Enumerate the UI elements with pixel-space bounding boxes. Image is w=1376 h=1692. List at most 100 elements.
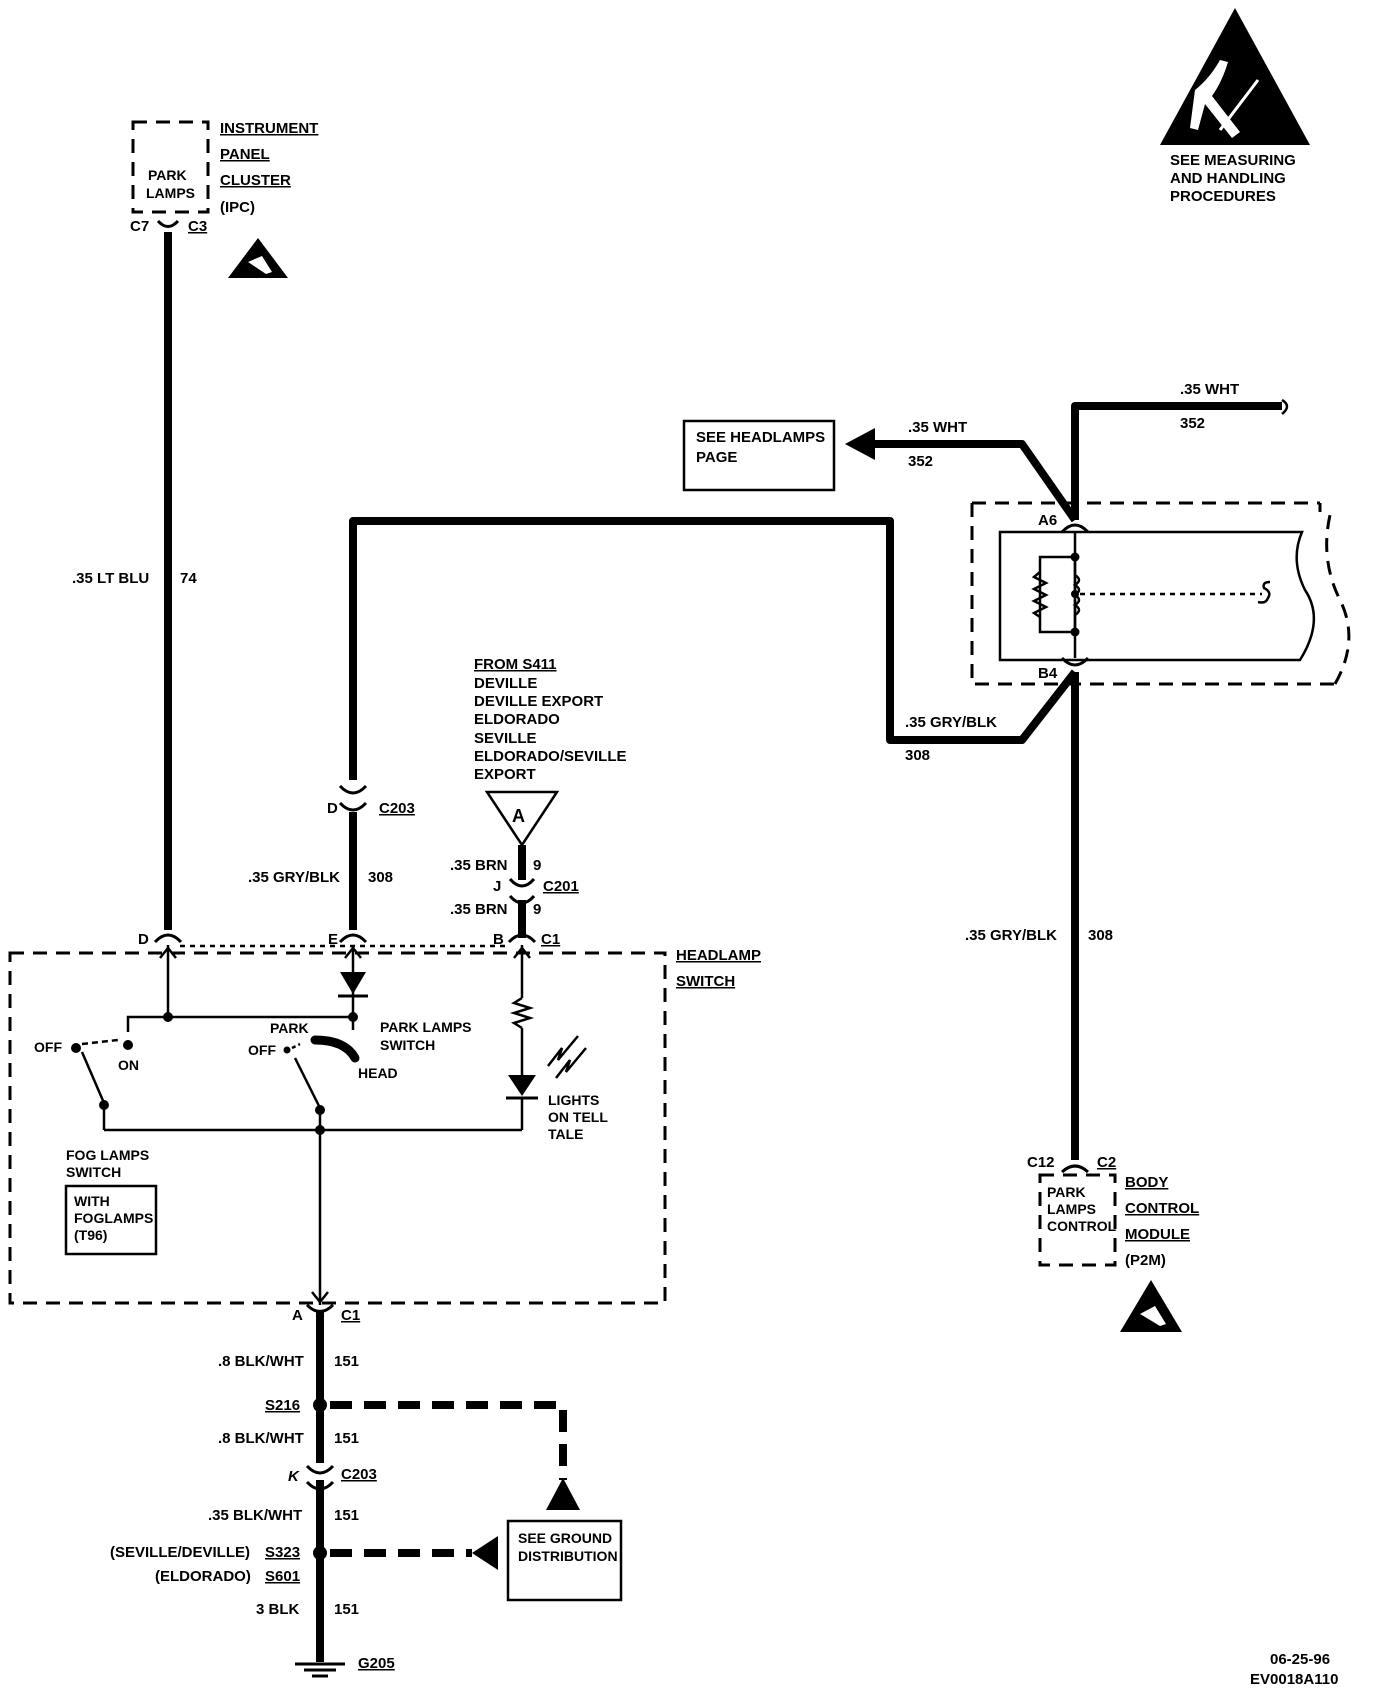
c203-top-connector-lower xyxy=(338,801,368,812)
c1-bottom-pin: A xyxy=(292,1307,303,1324)
headlamp-switch-pin-e: E xyxy=(328,931,338,948)
headlamps-ref-box xyxy=(682,419,836,492)
headlamp-switch-pin-d: D xyxy=(138,931,149,948)
c203-bottom-connector-upper xyxy=(305,1464,335,1475)
c201-connector: C201 xyxy=(543,878,579,895)
c203-bottom-connector-lower xyxy=(305,1480,335,1491)
switch-label-off1: OFF xyxy=(34,1039,62,1055)
ground-ref-arrow-up xyxy=(546,1478,580,1510)
wire-308-right-gauge: .35 GRY/BLK xyxy=(965,927,1057,944)
switch-label-off2: OFF xyxy=(248,1042,276,1058)
fog-lamps-switch-line-2: SWITCH xyxy=(66,1164,121,1180)
wire-74-gauge: .35 LT BLU xyxy=(72,570,149,587)
ground-label: G205 xyxy=(358,1655,395,1672)
from-s411-line-2: DEVILLE xyxy=(474,675,537,692)
wire-352-right-circuit: 352 xyxy=(1180,415,1205,432)
from-s411-line-6: ELDORADO/SEVILLE xyxy=(474,748,627,765)
ipc-name-line-4: (IPC) xyxy=(220,199,255,216)
c203-bottom-connector-label: C203 xyxy=(341,1466,377,1483)
from-s411-line-1: FROM S411 xyxy=(474,656,557,673)
wire-352-left-gauge: .35 WHT xyxy=(908,419,967,436)
bcm-name-line-4: (P2M) xyxy=(1125,1252,1166,1269)
park-lamps-switch-line-1: PARK LAMPS xyxy=(380,1019,472,1035)
wire-352-left xyxy=(873,440,1079,523)
from-s411-line-5: SEVILLE xyxy=(474,730,537,747)
ground-ref-line-2: DISTRIBUTION xyxy=(518,1548,618,1564)
wire-9-lower-gauge: .35 BRN xyxy=(450,901,508,918)
bcm-inner-line-1: PARK xyxy=(1047,1184,1086,1200)
ipc-box xyxy=(131,120,210,214)
ipc-name-line-2: PANEL xyxy=(220,146,270,163)
wire-308-top xyxy=(349,517,1079,780)
headlamp-switch-pin-b: B xyxy=(493,931,504,948)
wire-9-upper-gauge: .35 BRN xyxy=(450,857,508,874)
bcm-name-line-3: MODULE xyxy=(1125,1226,1190,1243)
headlamps-ref-line-2: PAGE xyxy=(696,449,737,466)
esd-small-icon-bcm xyxy=(1120,1280,1182,1332)
switch-label-on: ON xyxy=(118,1057,139,1073)
c203-top-connector-upper xyxy=(338,784,368,795)
c1-bottom-connector-label: C1 xyxy=(341,1307,360,1324)
module-internal-circuit xyxy=(1031,532,1271,658)
wire-308-right-circuit: 308 xyxy=(1088,927,1113,944)
bcm-inner-line-2: LAMPS xyxy=(1047,1201,1096,1217)
park-lamps-switch-line-2: SWITCH xyxy=(380,1037,435,1053)
wire-74-circuit: 74 xyxy=(180,570,197,587)
s216-label: S216 xyxy=(265,1397,300,1414)
ground-ref-box xyxy=(506,1519,623,1602)
wire-308-switch-gauge: .35 GRY/BLK xyxy=(248,869,340,886)
esd-small-icon-ipc xyxy=(228,238,288,278)
with-foglamps-line-2: FOGLAMPS xyxy=(74,1210,153,1226)
module-pin-a6: A6 xyxy=(1038,512,1057,529)
ground-symbol-icon xyxy=(295,1662,345,1678)
wire-352-left-circuit: 352 xyxy=(908,453,933,470)
offpage-marker-letter: A xyxy=(512,806,525,826)
footer-code: EV0018A110 xyxy=(1250,1671,1338,1688)
footer-date: 06-25-96 xyxy=(1270,1651,1330,1668)
wire-151-d-circuit: 151 xyxy=(334,1601,359,1618)
c201-connector-lower xyxy=(508,894,536,905)
tell-tale-line-2: ON TELL xyxy=(548,1109,608,1125)
esd-warning-icon xyxy=(1160,8,1310,145)
c203-top-pin: D xyxy=(327,800,338,817)
wire-151-a-circuit: 151 xyxy=(334,1353,359,1370)
switch-pin-b-connector xyxy=(507,933,537,944)
with-foglamps-line-1: WITH xyxy=(74,1193,110,1209)
c203-bottom-pin: K xyxy=(288,1468,300,1485)
headlamp-switch-name-1: HEADLAMP xyxy=(676,947,761,964)
bcm-connector: C2 xyxy=(1097,1154,1116,1171)
wire-308-switch-circuit: 308 xyxy=(368,869,393,886)
module-outer-wavy xyxy=(1325,514,1351,685)
c201-connector-upper xyxy=(508,877,536,888)
esd-notice-line-3: PROCEDURES xyxy=(1170,188,1276,205)
wire-151-c-circuit: 151 xyxy=(334,1507,359,1524)
switch-label-head: HEAD xyxy=(358,1065,398,1081)
esd-notice-line-2: AND HANDLING xyxy=(1170,170,1286,187)
c1-bottom-connector xyxy=(305,1303,335,1313)
c203-top-connector: C203 xyxy=(379,800,415,817)
module-outer-box xyxy=(970,501,1335,686)
bcm-name-line-2: CONTROL xyxy=(1125,1200,1199,1217)
wire-308-top-gauge: .35 GRY/BLK xyxy=(905,714,997,731)
offpage-marker-triangle xyxy=(484,790,560,848)
ipc-name-line-1: INSTRUMENT xyxy=(220,120,318,137)
s601-label: S601 xyxy=(265,1568,300,1585)
wire-308-top-circuit: 308 xyxy=(905,747,930,764)
s323-variant: (SEVILLE/DEVILLE) xyxy=(110,1544,250,1561)
headlamps-arrow xyxy=(845,428,875,460)
bcm-pin: C12 xyxy=(1027,1154,1055,1171)
bcm-inner-line-3: CONTROL xyxy=(1047,1218,1117,1234)
s323-splice-dot xyxy=(313,1546,327,1560)
with-foglamps-line-3: (T96) xyxy=(74,1227,107,1243)
switch-pin-d-connector xyxy=(153,933,183,944)
from-s411-line-3: DEVILLE EXPORT xyxy=(474,693,603,710)
s323-label: S323 xyxy=(265,1544,300,1561)
wire-151-d-gauge: 3 BLK xyxy=(256,1601,300,1618)
bcm-name-line-1: BODY xyxy=(1125,1174,1168,1191)
wire-352-right xyxy=(1071,402,1282,520)
s216-splice-dot xyxy=(313,1398,327,1412)
module-a6-connector xyxy=(1060,523,1090,534)
ipc-pin: C7 xyxy=(130,218,149,235)
ipc-name-line-3: CLUSTER xyxy=(220,172,291,189)
